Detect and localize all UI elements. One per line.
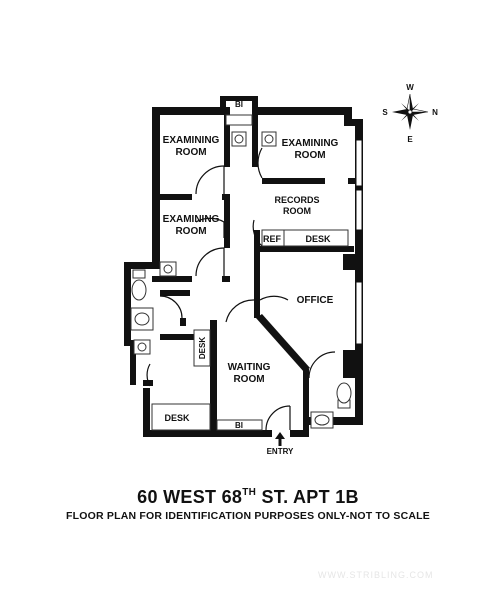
sink-left <box>134 312 150 326</box>
watermark: WWW.STRIBLING.COM <box>318 570 434 580</box>
exam-room-2-label-line2: ROOM <box>294 150 325 161</box>
windows <box>355 139 363 345</box>
compass-rose-icon: W E S N <box>382 83 438 144</box>
records-desk-label: DESK <box>305 234 331 244</box>
compass-west-label: W <box>406 83 414 92</box>
exam-room-3-label-line1: EXAMINING <box>163 214 220 225</box>
title-address-superscript: TH <box>242 487 257 498</box>
waiting-room-label-line1: WAITING <box>228 362 271 373</box>
records-room-label-line1: RECORDS <box>274 195 319 205</box>
fixtures <box>130 114 352 431</box>
sink-right <box>314 414 330 426</box>
entry-arrow-icon <box>275 432 285 446</box>
interior-walls <box>143 107 363 437</box>
toilet-left <box>131 279 147 301</box>
title-address-pre: 60 WEST 68 <box>137 487 243 507</box>
room-labels: EXAMINING ROOM EXAMINING ROOM EXAMINING … <box>163 100 339 456</box>
vertical-desk-label: DESK <box>198 337 207 359</box>
ref-label: REF <box>263 234 282 244</box>
title-address-post: ST. APT 1B <box>256 487 359 507</box>
bi-bottom-label: BI <box>235 421 243 430</box>
exam-room-2-label-line1: EXAMINING <box>282 138 339 149</box>
plan-title: 60 WEST 68TH ST. APT 1B <box>0 487 496 508</box>
exterior-walls <box>124 96 363 437</box>
toilet-right <box>336 382 352 404</box>
exam-room-1-label-line2: ROOM <box>175 147 206 158</box>
bi-top-label: BI <box>235 100 243 109</box>
plan-disclaimer: FLOOR PLAN FOR IDENTIFICATION PURPOSES O… <box>66 510 430 522</box>
compass-north-label: N <box>432 108 438 117</box>
records-room-label-line2: ROOM <box>283 206 311 216</box>
compass-south-label: S <box>382 108 388 117</box>
waiting-room-label-line2: ROOM <box>233 374 264 385</box>
entry-label: ENTRY <box>267 447 294 456</box>
office-label: OFFICE <box>297 295 334 306</box>
exam-room-1-label-line1: EXAMINING <box>163 135 220 146</box>
lower-desk-label: DESK <box>164 413 190 423</box>
exam-room-3-label-line2: ROOM <box>175 226 206 237</box>
compass-east-label: E <box>407 135 413 144</box>
door-swings <box>146 147 336 431</box>
